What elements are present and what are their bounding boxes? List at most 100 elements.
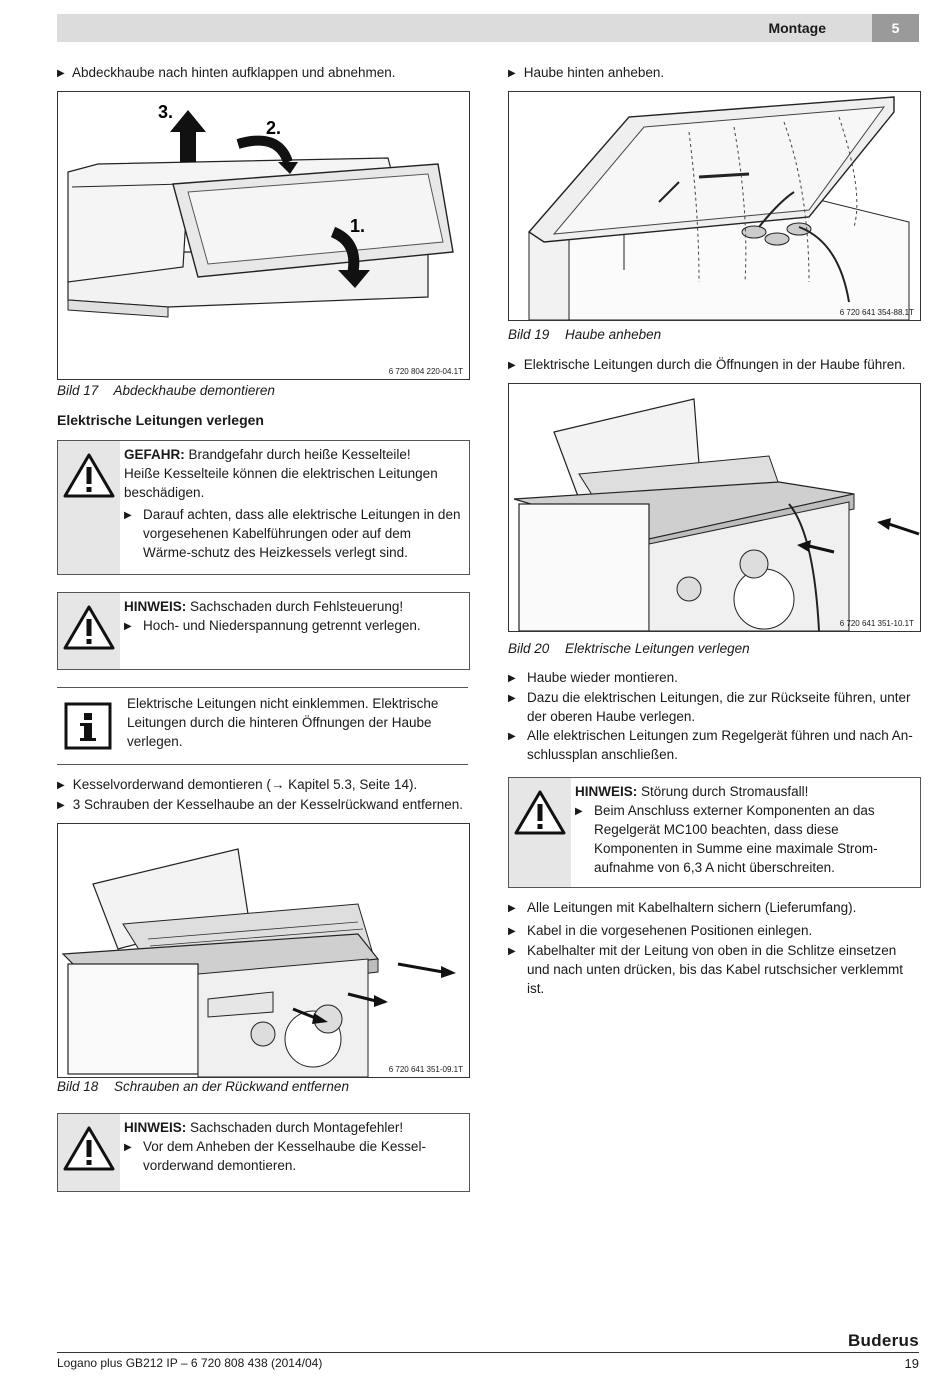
steps-list-1: ▶Haube wieder montieren. ▶ Dazu die elekt…: [508, 668, 919, 764]
arrow-label-2: 2.: [266, 118, 281, 138]
step-remove-screws: ▶ 3 Schrauben der Kesselhaube an der Kes…: [57, 795, 463, 815]
bullet-triangle-icon: ▶: [508, 926, 516, 937]
bullet-triangle-icon: ▶: [124, 1142, 132, 1153]
caption-title: Elektrische Leitungen verlegen: [565, 641, 750, 656]
figure-19: 6 720 641 354-88.1T: [508, 91, 921, 321]
figure-code: 6 720 641 351-10.1T: [839, 619, 914, 628]
notice-headline: Sachschaden durch Montagefehler!: [190, 1120, 404, 1135]
header-bar: [57, 14, 919, 42]
notice-label: HINWEIS:: [124, 1120, 187, 1135]
notice-body: HINWEIS: Sachschaden durch Montagefehler…: [120, 1114, 469, 1191]
figure-code: 6 720 804 220-04.1T: [388, 367, 463, 376]
bullet-triangle-icon: ▶: [508, 946, 516, 957]
bullet-triangle-icon: ▶: [124, 621, 132, 632]
bullet-triangle-icon: ▶: [508, 903, 516, 914]
notice-sidebar: [58, 441, 120, 574]
figure-17: 3. 2. 1. 6 720 804 220-04.1T: [57, 91, 470, 380]
bullet-triangle-icon: ▶: [508, 693, 516, 704]
caption-title: Haube anheben: [565, 327, 662, 342]
caption-number: Bild 18: [57, 1079, 99, 1094]
notice-bullet-text: Vor dem Anheben der Kesselhaube die Kess…: [143, 1139, 426, 1173]
notice-bullet: ▶ Darauf achten, dass alle elektrische L…: [124, 505, 461, 562]
info-notice: Elektrische Leitungen nicht einklemmen. …: [57, 687, 468, 765]
hinweis-notice-3: HINWEIS: Störung durch Stromausfall! ▶ B…: [508, 777, 921, 888]
step-text: Alle Leitungen mit Kabelhaltern sichern …: [527, 900, 857, 915]
notice-body: HINWEIS: Sachschaden durch Fehlsteuerung…: [120, 593, 469, 669]
list-item: ▶ Alle Leitungen mit Kabelhaltern sichern…: [508, 898, 919, 918]
figure-19-illustration: [527, 96, 910, 320]
caption-number: Bild 20: [508, 641, 550, 656]
danger-notice: GEFAHR: Brandgefahr durch heiße Kesselte…: [57, 440, 470, 575]
hinweis-notice-2: HINWEIS: Sachschaden durch Montagefehler…: [57, 1113, 470, 1192]
steps-list-2: ▶ Alle Leitungen mit Kabelhaltern sichern…: [508, 898, 919, 998]
step-text: Haube wieder montieren.: [527, 670, 678, 685]
step-text: Kabelhalter mit der Leitung von oben in …: [527, 943, 903, 996]
figure-code: 6 720 641 351-09.1T: [388, 1065, 463, 1074]
step-text: Kesselvorderwand demontieren (→ Kapitel …: [72, 777, 418, 792]
notice-headline: Störung durch Stromausfall!: [641, 784, 809, 799]
warning-triangle-icon: [514, 790, 566, 835]
figure-20-illustration: [513, 398, 920, 631]
warning-triangle-icon: [63, 1126, 115, 1171]
notice-sidebar: [58, 1114, 120, 1191]
footer-document-id: Logano plus GB212 IP – 6 720 808 438 (20…: [57, 1356, 323, 1370]
warning-triangle-icon: [63, 605, 115, 650]
notice-text: Heiße Kesselteile können die elektrische…: [124, 466, 438, 500]
list-item: ▶ Kabelhalter mit der Leitung von oben in…: [508, 941, 919, 998]
caption-title: Abdeckhaube demontieren: [113, 383, 275, 398]
notice-bullet: ▶ Beim Anschluss externer Komponenten an…: [575, 801, 912, 877]
notice-bullet: ▶ Hoch- und Niederspannung getrennt verl…: [124, 616, 461, 636]
info-text: Elektrische Leitungen nicht einklemmen. …: [127, 696, 439, 749]
figure-18-illustration: [61, 848, 456, 1077]
figure-code: 6 720 641 354-88.1T: [839, 308, 914, 317]
step-text: 3 Schrauben der Kesselhaube an der Kesse…: [72, 797, 464, 812]
notice-body: GEFAHR: Brandgefahr durch heiße Kesselte…: [120, 441, 469, 574]
notice-sidebar: [58, 593, 120, 669]
figure-20-caption: Bild 20 Elektrische Leitungen verlegen: [508, 641, 750, 656]
notice-sidebar: [57, 688, 119, 764]
list-item: ▶Haube wieder montieren.: [508, 668, 919, 688]
step-text: Abdeckhaube nach hinten aufklappen und a…: [72, 65, 396, 80]
notice-label: GEFAHR:: [124, 447, 185, 462]
notice-label: HINWEIS:: [124, 599, 187, 614]
step-text: Elektrische Leitungen durch die Öffnunge…: [523, 357, 906, 372]
list-item: ▶ Kabel in die vorgesehenen Positionen ei…: [508, 921, 919, 941]
notice-bullet-text: Beim Anschluss externer Komponenten an d…: [594, 803, 878, 875]
notice-bullet: ▶ Vor dem Anheben der Kesselhaube die Ke…: [124, 1137, 461, 1175]
section-title: Montage: [768, 20, 826, 36]
notice-bullet-text: Darauf achten, dass alle elektrische Lei…: [143, 507, 461, 560]
bullet-triangle-icon: ▶: [57, 780, 65, 791]
notice-label: HINWEIS:: [575, 784, 638, 799]
brand-logo: Buderus: [847, 1331, 919, 1350]
caption-number: Bild 17: [57, 383, 99, 398]
arrow-label-1: 1.: [350, 216, 365, 236]
notice-body: HINWEIS: Störung durch Stromausfall! ▶ B…: [571, 778, 920, 887]
notice-headline: Sachschaden durch Fehlsteuerung!: [190, 599, 404, 614]
caption-number: Bild 19: [508, 327, 550, 342]
list-item: ▶Alle elektrischen Leitungen zum Regelge…: [508, 726, 919, 764]
warning-triangle-icon: [63, 453, 115, 498]
figure-19-caption: Bild 19 Haube anheben: [508, 327, 661, 342]
step-text: Kabel in die vorgesehenen Positionen ein…: [527, 923, 813, 938]
figure-20: 6 720 641 351-10.1T: [508, 383, 921, 632]
list-item: ▶ Dazu die elektrischen Leitungen, die zu…: [508, 688, 919, 726]
figure-18-caption: Bild 18 Schrauben an der Rückwand entfer…: [57, 1079, 349, 1094]
figure-17-illustration: 3. 2. 1.: [67, 102, 454, 318]
hinweis-notice-1: HINWEIS: Sachschaden durch Fehlsteuerung…: [57, 592, 470, 670]
caption-title: Schrauben an der Rückwand entfernen: [114, 1079, 349, 1094]
step-open-cover: ▶ Abdeckhaube nach hinten aufklappen und…: [57, 63, 396, 83]
bullet-triangle-icon: ▶: [508, 68, 516, 79]
arrow-label-3: 3.: [158, 102, 173, 122]
bullet-triangle-icon: ▶: [508, 360, 516, 371]
chapter-number: 5: [872, 14, 919, 42]
step-route-cables: ▶ Elektrische Leitungen durch die Öffnun…: [508, 355, 906, 375]
notice-bullet-text: Hoch- und Niederspannung getrennt verleg…: [143, 618, 421, 633]
step-text: Dazu die elektrischen Leitungen, die zur…: [527, 690, 911, 724]
bullet-triangle-icon: ▶: [124, 510, 132, 521]
footer-divider: [57, 1352, 919, 1353]
step-text: Haube hinten anheben.: [523, 65, 665, 80]
bullet-triangle-icon: ▶: [575, 806, 583, 817]
step-text: Alle elektrischen Leitungen zum Regelger…: [527, 728, 913, 762]
page-number: 19: [904, 1356, 919, 1371]
section-subheading: Elektrische Leitungen verlegen: [57, 412, 264, 428]
